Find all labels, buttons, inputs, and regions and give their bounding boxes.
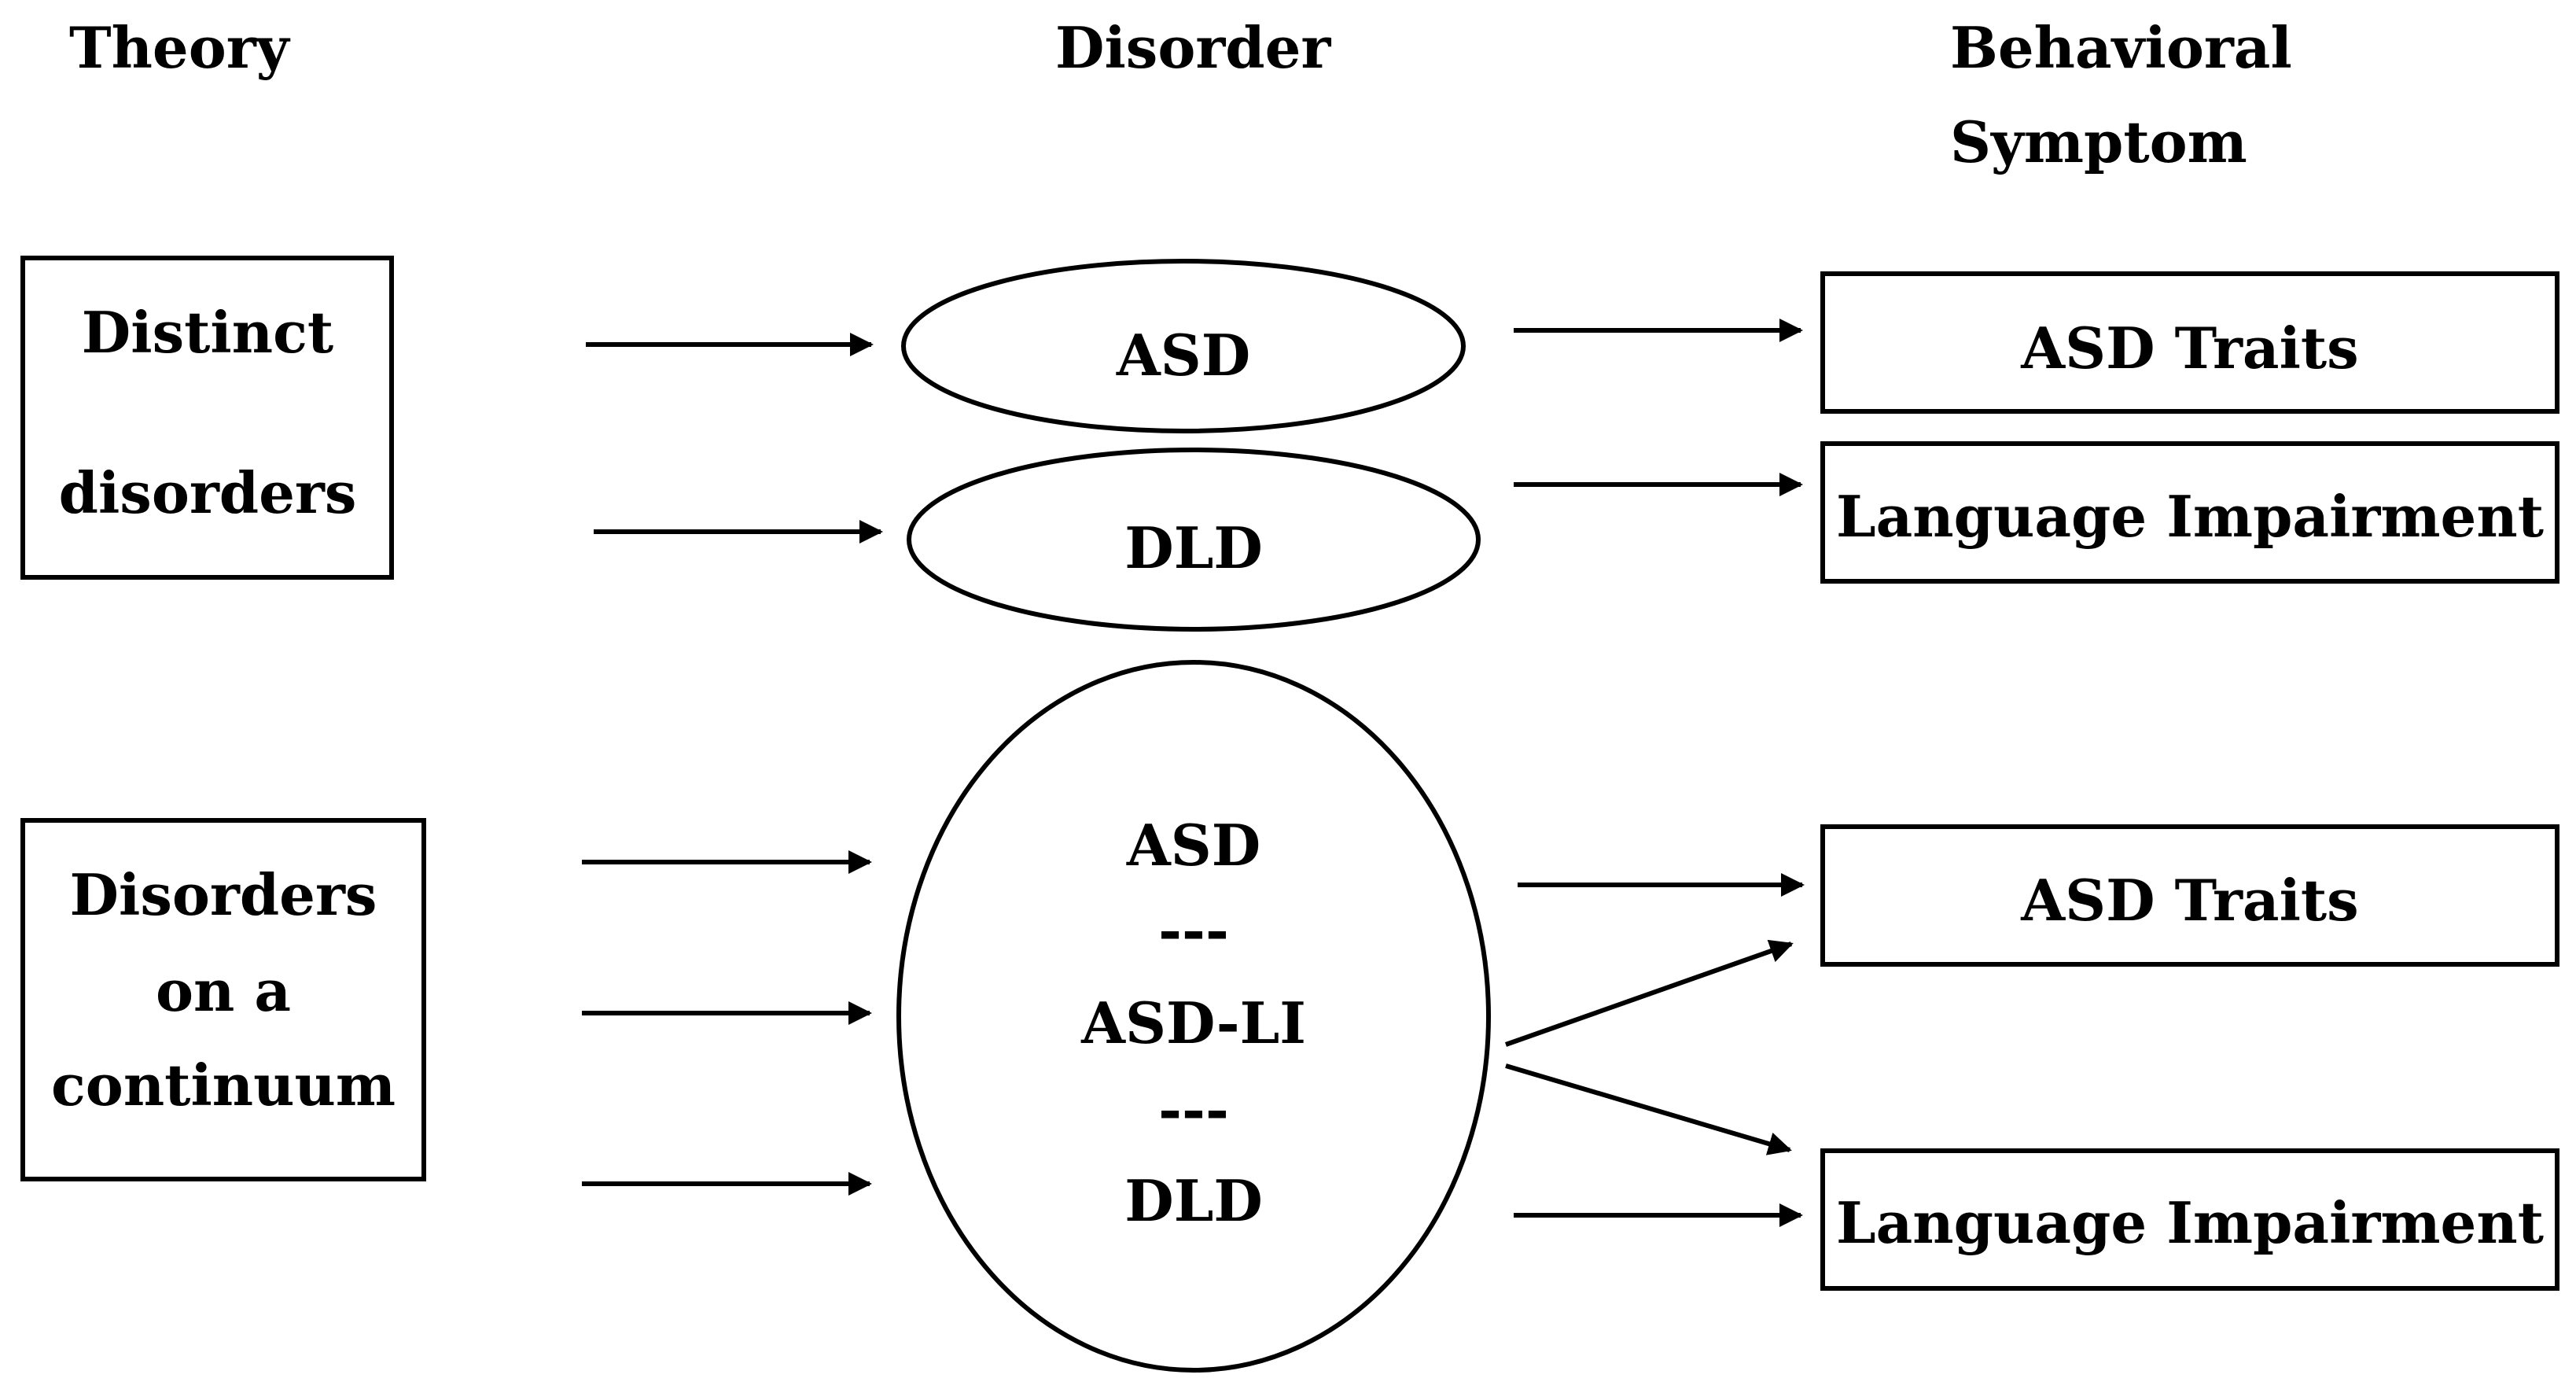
asd-traits-box-top: ASD Traits [1820, 271, 2559, 414]
continuum-separator-1: --- [1158, 897, 1229, 964]
language-impairment-label-top: Language Impairment [1836, 483, 2544, 550]
dld-ellipse-shape [907, 448, 1481, 632]
continuum-separator-2: --- [1158, 1076, 1229, 1143]
distinct-disorders-box: Distinct disorders [20, 256, 394, 580]
asd-ellipse: ASD [901, 259, 1466, 433]
distinct-disorders-label-line2: disorders [59, 459, 357, 526]
arrow-continuum-diagonal-down [1505, 1063, 1792, 1155]
continuum-disorders-label-line1: Disorders [70, 861, 377, 928]
continuum-disorders-label-line2: on a [156, 957, 291, 1024]
continuum-disorders-label-line3: continuum [51, 1052, 396, 1118]
asd-traits-box-bottom: ASD Traits [1820, 824, 2559, 967]
behavioral-symptom-header-line2: Symptom [1950, 109, 2247, 175]
disorder-column-header: Disorder [1055, 14, 1331, 81]
asd-traits-label-top: ASD Traits [2020, 315, 2358, 381]
asd-traits-label-bottom: ASD Traits [2020, 867, 2358, 934]
language-impairment-box-bottom: Language Impairment [1820, 1148, 2559, 1291]
continuum-ellipse: ASD --- ASD-LI --- DLD [896, 660, 1491, 1373]
asd-ellipse-label: ASD [1116, 322, 1250, 389]
distinct-disorders-label-line1: Distinct [82, 299, 333, 366]
dld-ellipse-label: DLD [1124, 514, 1263, 581]
continuum-dld-label: DLD [1124, 1167, 1263, 1234]
dld-ellipse: DLD [907, 448, 1481, 632]
arrow-continuum-diagonal-up [1505, 939, 1794, 1047]
distinct-disorders-box-border [20, 256, 394, 580]
language-impairment-label-bottom: Language Impairment [1836, 1189, 2544, 1256]
continuum-disorders-box: Disorders on a continuum [20, 818, 426, 1181]
asd-ellipse-shape [901, 259, 1466, 433]
asd-traits-box-top-border [1820, 271, 2559, 414]
language-impairment-box-bottom-border [1820, 1148, 2559, 1291]
language-impairment-box-top-border [1820, 441, 2559, 584]
language-impairment-box-top: Language Impairment [1820, 441, 2559, 584]
asd-traits-box-bottom-border [1820, 824, 2559, 967]
behavioral-symptom-header-line1: Behavioral [1950, 14, 2292, 81]
continuum-disorders-box-border [20, 818, 426, 1181]
continuum-asd-label: ASD [1126, 812, 1260, 879]
continuum-ellipse-shape [896, 660, 1491, 1373]
continuum-asd-li-label: ASD-LI [1080, 989, 1306, 1056]
theory-column-header: Theory [69, 14, 291, 81]
